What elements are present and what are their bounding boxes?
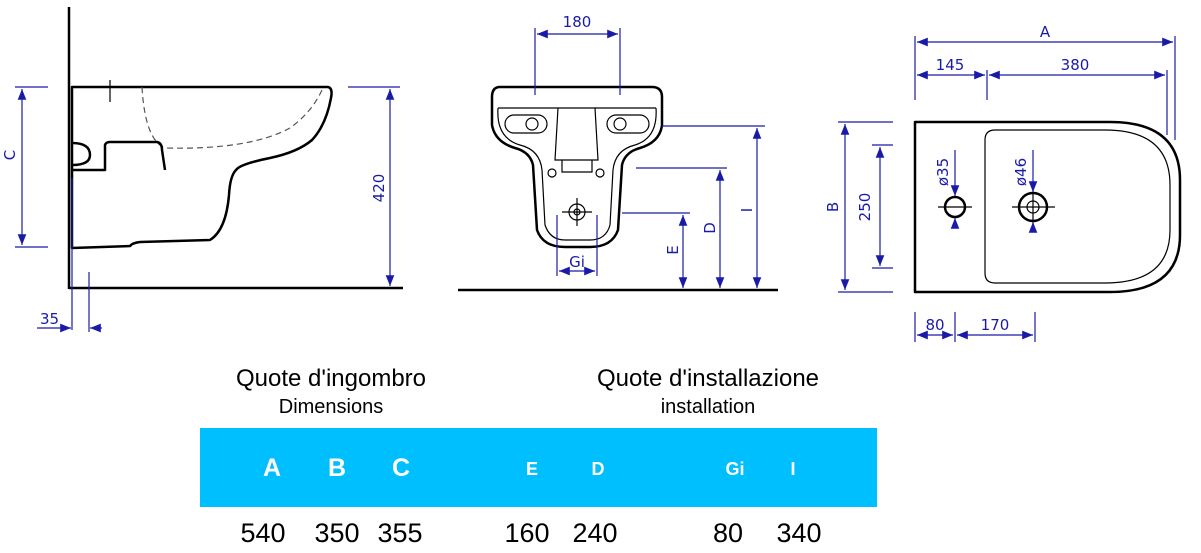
dim-380-label: 380 (1061, 56, 1090, 74)
dim-80-label: 80 (925, 316, 944, 334)
dimensions-title: Quote d'ingombro (236, 365, 426, 392)
header-c: C (392, 454, 410, 482)
value-i: 340 (776, 518, 821, 548)
dimensions-subtitle: Dimensions (279, 396, 383, 418)
header-gi: Gi (725, 459, 744, 479)
fixing-slot-left (504, 114, 548, 134)
top-view: ø35 ø46 A 145 380 B 250 80 170 (824, 23, 1182, 342)
fixing-slot-right (606, 114, 650, 134)
dim-b-label: B (824, 202, 842, 212)
header-i: I (790, 459, 795, 479)
dimensions-table: Quote d'ingombro Dimensions Quote d'inst… (200, 365, 877, 548)
dim-e-label: E (664, 245, 682, 254)
front-view: 180 Gi E D I (458, 13, 778, 292)
hole-46-label: ø46 (1012, 158, 1030, 186)
value-e: 160 (504, 518, 549, 548)
dim-i-label: I (738, 208, 756, 212)
hole-35-label: ø35 (934, 158, 952, 186)
dim-a-label: A (1040, 23, 1051, 41)
inlet-channel (554, 107, 599, 173)
outlet-profile (71, 141, 92, 167)
header-a: A (263, 454, 281, 482)
dim-145-label: 145 (936, 56, 965, 74)
value-gi: 80 (713, 518, 743, 548)
dim-35-label: 35 (40, 310, 59, 328)
table-header-band (200, 428, 877, 507)
wc-front-inner-outline (497, 107, 657, 241)
dim-250-label: 250 (856, 193, 874, 222)
bowl-rim-outline (984, 129, 1171, 284)
installation-subtitle: installation (661, 396, 756, 418)
header-b: B (328, 454, 346, 482)
header-e: E (526, 459, 538, 479)
dim-d-label: D (701, 222, 719, 234)
dim-420-label: 420 (370, 174, 388, 203)
dim-170-label: 170 (981, 316, 1010, 334)
bowl-hidden-line (141, 86, 323, 149)
wc-side-outline (70, 85, 333, 250)
value-d: 240 (572, 518, 617, 548)
dim-c-label: C (1, 150, 19, 160)
dim-gi-label: Gi (569, 253, 585, 271)
installation-title: Quote d'installazione (597, 365, 819, 392)
value-a: 540 (240, 518, 285, 548)
inlet-profile (72, 140, 167, 172)
side-view: C 420 35 (1, 7, 403, 333)
value-b: 350 (314, 518, 359, 548)
header-d: D (592, 459, 605, 479)
wc-front-outline (490, 85, 664, 249)
dim-180-label: 180 (563, 13, 592, 31)
wc-top-outline (913, 120, 1182, 294)
value-c: 355 (377, 518, 422, 548)
